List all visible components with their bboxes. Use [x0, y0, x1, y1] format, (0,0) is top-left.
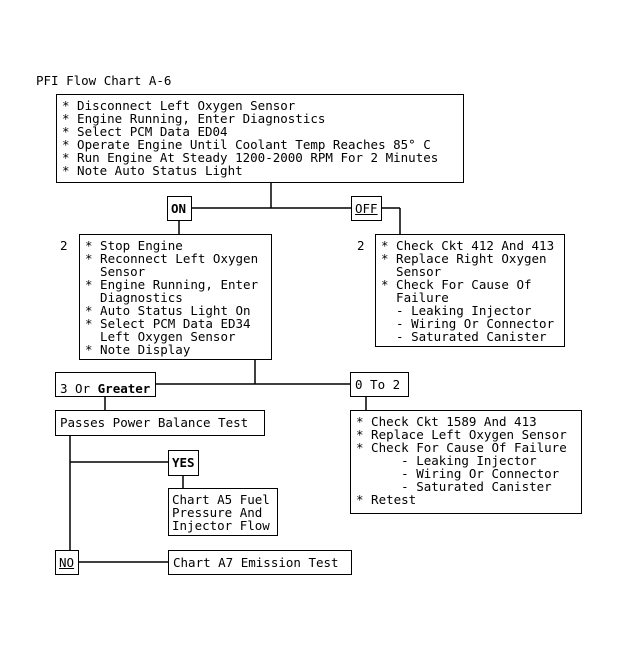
- greater-prefix: 3 Or: [60, 381, 98, 396]
- low-line: - Wiring Or Connector: [356, 466, 560, 481]
- no-label: NO: [55, 550, 79, 575]
- step2-box: * Stop Engine * Reconnect Left Oxygen Se…: [79, 234, 272, 360]
- step2-line: * Note Display: [85, 342, 191, 357]
- step2-line: * Stop Engine: [85, 238, 183, 253]
- power-balance-box: Passes Power Balance Test: [55, 410, 265, 436]
- step2-line: * Reconnect Left Oxygen: [85, 251, 259, 266]
- page-title: PFI Flow Chart A-6: [36, 73, 172, 88]
- off-line: Sensor: [381, 264, 442, 279]
- off-step-number: 2: [357, 238, 365, 253]
- chart-a7-label: Chart A7 Emission Test: [173, 555, 339, 570]
- zero-to-two-label: 0 To 2: [355, 377, 401, 392]
- chart-a7-box: Chart A7 Emission Test: [168, 550, 352, 575]
- off-line: * Replace Right Oxygen: [381, 251, 547, 266]
- step2-line: * Select PCM Data ED34: [85, 316, 251, 331]
- chart-a5-line: Injector Flow: [172, 518, 270, 533]
- low-line: * Check Ckt 1589 And 413: [356, 414, 537, 429]
- off-line: - Wiring Or Connector: [381, 316, 555, 331]
- off-line: - Leaking Injector: [381, 303, 532, 318]
- zero-to-two-box: 0 To 2: [350, 372, 409, 397]
- step2-line: Sensor: [85, 264, 146, 279]
- off-line: - Saturated Canister: [381, 329, 547, 344]
- low-line: * Replace Left Oxygen Sensor: [356, 427, 567, 442]
- low-line: * Check For Cause Of Failure: [356, 440, 567, 455]
- low-box: * Check Ckt 1589 And 413 * Replace Left …: [350, 410, 582, 514]
- off-line: * Check For Cause Of: [381, 277, 532, 292]
- greater-box: 3 Or Greater: [55, 372, 156, 397]
- step2-line: * Engine Running, Enter: [85, 277, 259, 292]
- greater-bold: Greater: [97, 381, 151, 396]
- chart-a5-line: Chart A5 Fuel: [172, 492, 270, 507]
- step2-line: * Auto Status Light On: [85, 303, 251, 318]
- low-line: - Leaking Injector: [356, 453, 537, 468]
- off-label: OFF: [351, 196, 382, 221]
- step2-number: 2: [60, 238, 68, 253]
- step2-line: Diagnostics: [85, 290, 183, 305]
- step1-line: * Operate Engine Until Coolant Temp Reac…: [62, 137, 431, 152]
- on-label: ON: [167, 196, 192, 221]
- step1-line: * Note Auto Status Light: [62, 163, 243, 178]
- step1-line: * Select PCM Data ED04: [62, 124, 228, 139]
- low-line: * Retest: [356, 492, 417, 507]
- step1-line: * Run Engine At Steady 1200-2000 RPM For…: [62, 150, 439, 165]
- chart-a5-box: Chart A5 Fuel Pressure And Injector Flow: [168, 488, 278, 536]
- step1-line: * Engine Running, Enter Diagnostics: [62, 111, 326, 126]
- low-line: - Saturated Canister: [356, 479, 552, 494]
- off-box: * Check Ckt 412 And 413 * Replace Right …: [375, 234, 565, 347]
- step1-line: * Disconnect Left Oxygen Sensor: [62, 98, 296, 113]
- yes-label: YES: [168, 450, 199, 476]
- chart-a5-line: Pressure And: [172, 505, 263, 520]
- step1-box: * Disconnect Left Oxygen Sensor * Engine…: [56, 94, 464, 183]
- off-line: Failure: [381, 290, 449, 305]
- off-line: * Check Ckt 412 And 413: [381, 238, 555, 253]
- power-balance-label: Passes Power Balance Test: [60, 415, 249, 430]
- step2-line: Left Oxygen Sensor: [85, 329, 236, 344]
